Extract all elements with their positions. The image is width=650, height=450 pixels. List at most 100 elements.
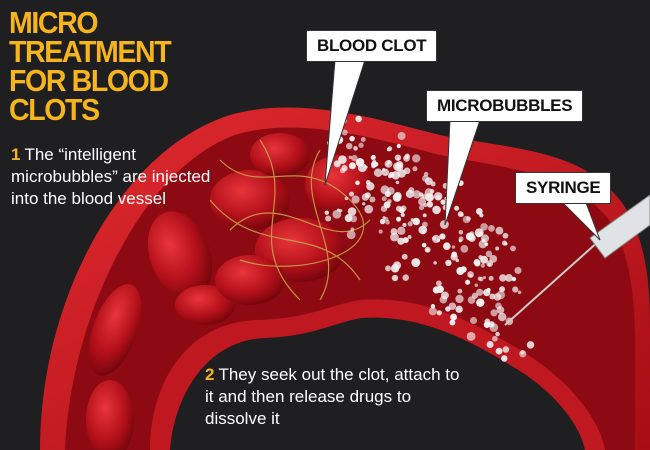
microbubble (371, 163, 376, 169)
microbubble (455, 305, 463, 314)
microbubble (403, 167, 411, 175)
microbubble (451, 245, 456, 249)
microbubble (495, 226, 504, 235)
microbubble (495, 246, 500, 251)
microbubble (384, 190, 391, 198)
microbubble (424, 192, 434, 202)
microbubble (349, 135, 355, 142)
label-blood-clot: BLOOD CLOT (306, 30, 438, 62)
microbubble (396, 143, 401, 149)
microbubble (338, 155, 347, 164)
microbubble (455, 258, 460, 263)
microbubble (397, 226, 406, 235)
microbubble (425, 248, 430, 252)
microbubble (435, 280, 442, 287)
microbubble (378, 229, 383, 234)
infographic-title: MICRO TREATMENT FOR BLOOD CLOTS (9, 5, 172, 125)
label-microbubbles: MICROBUBBLES (426, 90, 584, 122)
microbubble (426, 201, 434, 208)
microbubble (400, 205, 407, 212)
microbubble (470, 316, 478, 325)
microbubble (402, 274, 410, 281)
microbubble (469, 274, 473, 278)
microbubble (480, 223, 488, 231)
microbubble (412, 166, 418, 172)
microbubble (486, 287, 491, 293)
microbubble (401, 253, 408, 260)
microbubble (514, 266, 522, 275)
microbubble (433, 261, 437, 265)
microbubble (442, 242, 451, 250)
microbubble (423, 171, 429, 177)
microbubble (460, 266, 467, 273)
microbubble (358, 142, 364, 148)
microbubble (432, 205, 441, 215)
microbubble (332, 209, 342, 219)
microbubble (517, 290, 522, 294)
microbubble (370, 154, 376, 161)
microbubble (385, 162, 390, 166)
microbubble (381, 196, 387, 202)
microbubble (381, 168, 390, 177)
microbubble (482, 276, 486, 280)
microbubble (445, 306, 451, 312)
microbubble (404, 153, 410, 159)
microbubble (474, 228, 484, 238)
microbubble (476, 298, 485, 307)
label-syringe: SYRINGE (515, 172, 612, 204)
fibrin-strands (209, 139, 371, 301)
microbubble (501, 355, 508, 362)
microbubble (510, 245, 516, 252)
microbubble (388, 171, 395, 178)
microbubble (362, 202, 366, 206)
microbubble (412, 154, 421, 163)
step-number: 2 (205, 365, 215, 384)
microbubble (324, 210, 330, 215)
title-line: FOR BLOOD (9, 63, 169, 98)
microbubble (390, 232, 399, 242)
title-line: MICRO (9, 5, 99, 40)
microbubble (348, 162, 356, 170)
microbubble (412, 190, 421, 199)
microbubble (481, 234, 490, 243)
microbubble (450, 253, 458, 261)
microbubble (393, 191, 402, 200)
microbubble (355, 157, 365, 167)
microbubble (454, 205, 460, 211)
microbubble (420, 194, 425, 199)
microbubble (474, 283, 479, 288)
microbubble (490, 309, 498, 317)
microbubble (402, 222, 407, 228)
microbubble (346, 142, 353, 150)
title-line: TREATMENT (9, 34, 172, 69)
microbubble (468, 234, 476, 242)
microbubble (387, 146, 393, 152)
microbubble (469, 231, 475, 237)
microbubble (325, 215, 332, 222)
microbubble (466, 331, 476, 341)
microbubble (390, 228, 398, 235)
microbubble (474, 260, 481, 267)
microbubble (439, 233, 446, 240)
microbubble (499, 286, 506, 293)
microbubble (402, 237, 409, 244)
callout-pointers (324, 59, 601, 241)
microbubble (497, 312, 507, 322)
microbubble (445, 259, 452, 267)
microbubble (353, 146, 358, 151)
microbubble (476, 288, 484, 296)
microbubble (435, 195, 442, 201)
microbubble (460, 245, 469, 253)
microbubble (449, 319, 456, 326)
microbubble (465, 279, 471, 285)
microbubble (346, 230, 356, 240)
microbubble (483, 321, 491, 329)
microbubble (436, 285, 444, 293)
microbubble (487, 262, 491, 267)
microbubble (495, 331, 500, 337)
microbubble (349, 191, 355, 197)
microbubble (448, 302, 457, 310)
microbubble (407, 221, 413, 227)
step-number: 1 (11, 145, 21, 164)
microbubble (440, 199, 446, 205)
